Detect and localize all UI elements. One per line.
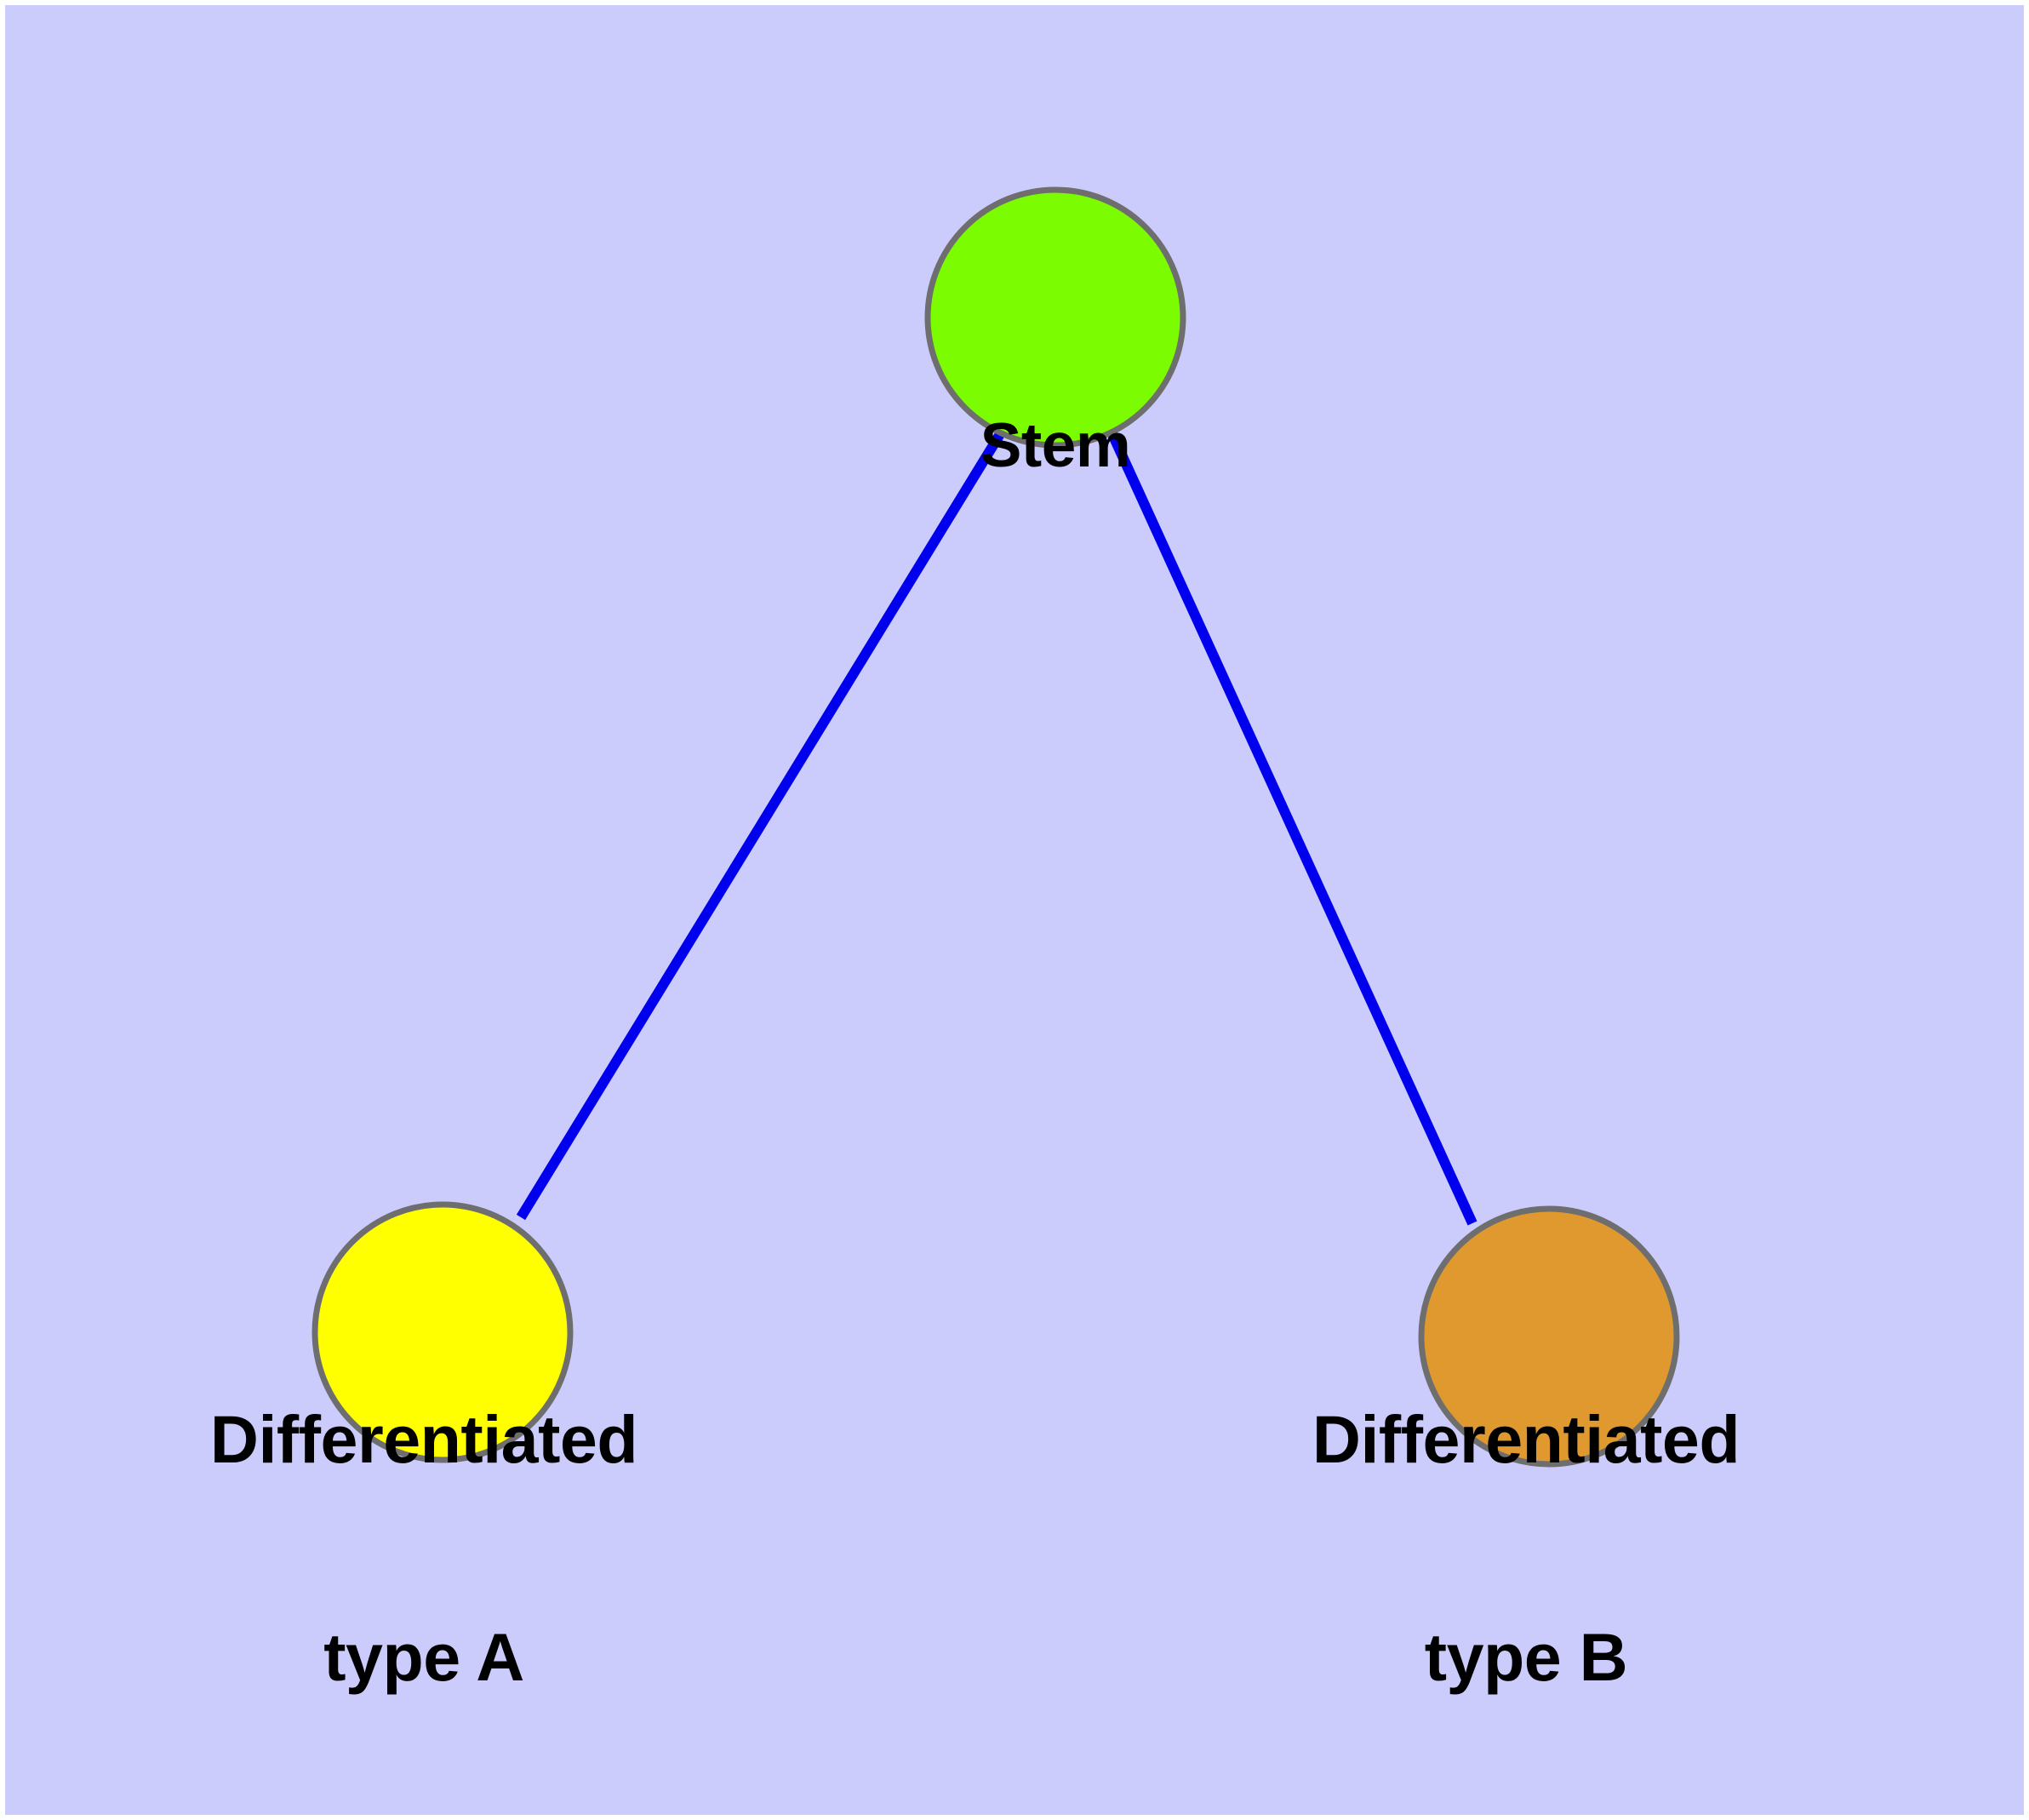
edge-stem-to-differentiated-type-b[interactable] <box>1107 432 1477 1226</box>
node-circle-differentiated-type-a[interactable] <box>311 1201 574 1463</box>
node-circle-stem[interactable] <box>924 186 1186 449</box>
node-layer <box>311 186 1680 1468</box>
node-circle-differentiated-type-b[interactable] <box>1418 1205 1680 1468</box>
edge-layer <box>516 431 1477 1226</box>
edge-stem-to-differentiated-type-a[interactable] <box>516 431 1005 1221</box>
